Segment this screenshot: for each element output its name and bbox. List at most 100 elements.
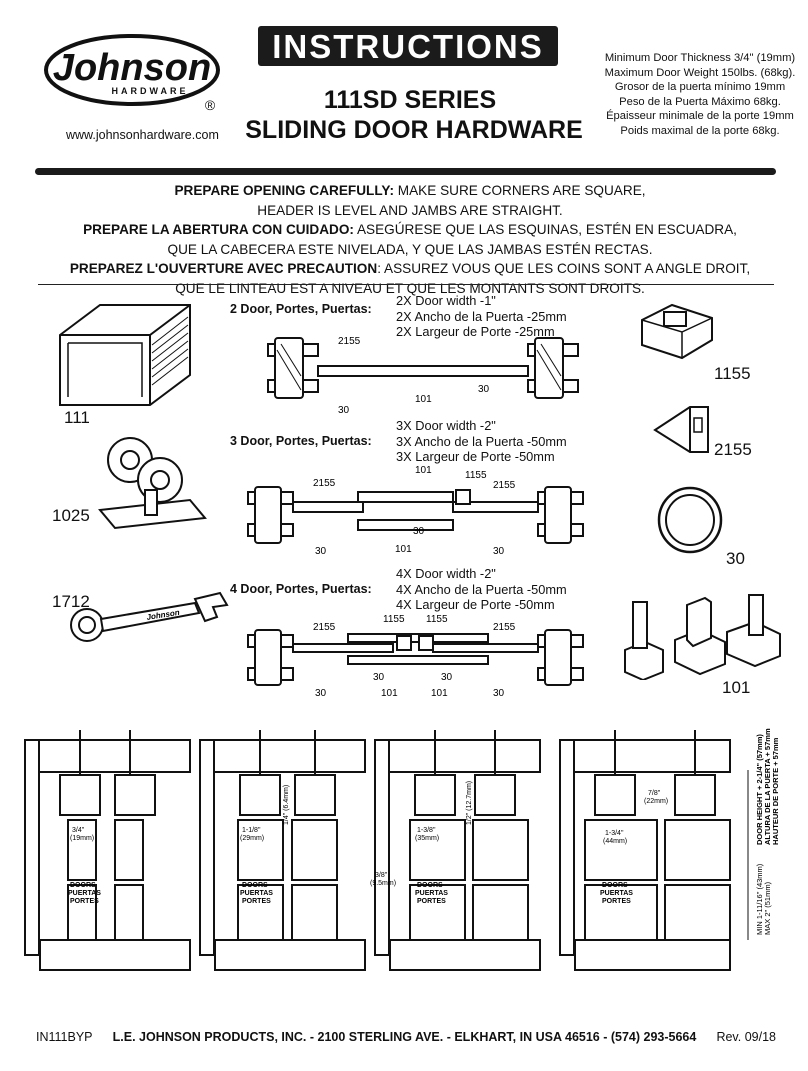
- doors-label: PORTES: [602, 898, 631, 905]
- part-label-111: 111: [64, 408, 90, 427]
- doors-label: PORTES: [417, 898, 446, 905]
- doors-label: PUERTAS: [240, 890, 273, 897]
- prep-fr-heading: PREPAREZ L'OUVERTURE AVEC PRECAUTION: [69, 261, 378, 276]
- part-label-30: 30: [726, 549, 745, 568]
- prep-en-text: HEADER IS LEVEL AND JAMBS ARE STRAIGHT.: [257, 202, 563, 218]
- height-note-line: HAUTEUR DE PORTE + 57mm: [771, 737, 780, 845]
- doors-label: PORTES: [70, 898, 99, 905]
- diagram-label: 30: [493, 688, 505, 699]
- gap-label: (22mm): [644, 798, 668, 805]
- config-3-door-heading: 3 Door, Portes, Puertas:: [230, 434, 372, 448]
- gap-label: 1/4" (6.4mm): [283, 785, 290, 825]
- diagram-label: 30: [441, 672, 453, 683]
- diagram-label: 1155: [426, 614, 448, 625]
- company-address: L.E. JOHNSON PRODUCTS, INC. - 2100 STERL…: [112, 1030, 697, 1044]
- spec-line: Épaisseur minimale de la porte 19mm: [606, 110, 794, 122]
- diagram-label: 101: [415, 394, 432, 405]
- gap-label: 7/8": [648, 790, 661, 797]
- gap-label: 1/2" (12.7mm): [466, 781, 473, 825]
- brand-name: Johnson: [53, 47, 211, 89]
- floor-gap-label: 3/8": [375, 872, 388, 879]
- config-3-door-diagram: 101 1155 2155 2155 30 30 101 30: [243, 462, 593, 567]
- part-label-1712: 1712: [52, 592, 90, 611]
- config-4-door-text: 4X Door width -2" 4X Ancho de la Puerta …: [396, 566, 567, 613]
- config-line: 4X Largeur de Porte -50mm: [396, 597, 555, 612]
- thickness-label: 1-3/4": [605, 830, 624, 837]
- door-specs: Minimum Door Thickness 3/4" (19mm) Maxim…: [600, 51, 800, 138]
- brand-sub: HARDWARE: [112, 86, 189, 96]
- floor-gap-label: (9.5mm): [370, 880, 396, 887]
- diagram-label: 101: [381, 688, 398, 699]
- diagram-label: 2155: [313, 478, 336, 489]
- doors-label: PUERTAS: [600, 890, 633, 897]
- diagram-label: 1155: [383, 614, 405, 625]
- config-line: 2X Largeur de Porte -25mm: [396, 324, 555, 339]
- diagram-label: 30: [338, 405, 350, 415]
- prep-fr-text: : ASSUREZ VOUS QUE LES COINS SONT A ANGL…: [377, 261, 751, 276]
- spec-line: Peso de la Puerta Máximo 68kg.: [619, 95, 781, 108]
- doors-label: DOORS: [417, 882, 443, 889]
- config-line: 3X Largeur de Porte -50mm: [396, 449, 555, 464]
- spec-line: Grosor de la puerta mínimo 19mm: [614, 81, 786, 93]
- part-label-2155: 2155: [714, 440, 752, 459]
- config-2-door-diagram: 2155 30 101 30: [263, 330, 593, 420]
- guide-1155-illustration: [632, 300, 722, 370]
- prep-en-text: MAKE SURE CORNERS ARE SQUARE,: [394, 183, 646, 198]
- section-view-3: [374, 730, 541, 971]
- doors-label: PUERTAS: [68, 890, 101, 897]
- diagram-label: 101: [431, 688, 448, 699]
- config-line: 4X Door width -2": [396, 566, 496, 581]
- prep-es-heading: PREPARE LA ABERTURA CON CUIDADO:: [83, 222, 354, 237]
- header-divider: [35, 168, 776, 175]
- doors-label: PUERTAS: [415, 890, 448, 897]
- diagram-label: 30: [413, 526, 425, 537]
- config-2-door-text: 2X Door width -1" 2X Ancho de la Puerta …: [396, 293, 567, 340]
- spec-line: Poids maximal de la porte 68kg.: [620, 124, 780, 137]
- config-4-door-heading: 4 Door, Portes, Puertas:: [230, 582, 372, 596]
- revision: Rev. 09/18: [716, 1030, 776, 1044]
- height-note-line: MAX 2" (51mm): [763, 881, 772, 935]
- bumper-2155-illustration: [650, 402, 715, 462]
- instructions-banner: INSTRUCTIONS: [258, 26, 558, 66]
- config-line: 3X Door width -2": [396, 418, 496, 433]
- prep-en-heading: PREPARE OPENING CAREFULLY:: [174, 183, 394, 198]
- config-line: 2X Door width -1": [396, 293, 496, 308]
- diagram-label: 30: [315, 546, 327, 557]
- config-line: 2X Ancho de la Puerta -25mm: [396, 308, 567, 324]
- doors-label: DOORS: [602, 882, 628, 889]
- johnson-logo: Johnson HARDWARE ®: [42, 28, 222, 123]
- diagram-label: 101: [415, 465, 432, 476]
- part-label-1155: 1155: [714, 364, 751, 383]
- thickness-label: 1-1/8": [242, 827, 261, 834]
- section-views: 3/4" (19mm) DOORS PUERTAS PORTES 1-1/8" …: [20, 725, 790, 1020]
- wrench-1712-illustration: Johnson: [65, 585, 235, 650]
- product-title: SLIDING DOOR HARDWARE: [245, 116, 583, 144]
- track-111-illustration: [40, 295, 200, 420]
- config-line: 4X Ancho de la Puerta -50mm: [396, 581, 567, 597]
- footer: IN111BYP L.E. JOHNSON PRODUCTS, INC. - 2…: [36, 1030, 776, 1044]
- doors-label: DOORS: [70, 882, 96, 889]
- thickness-label: (44mm): [603, 838, 627, 845]
- spec-line: Maximum Door Weight 150lbs. (68kg).: [604, 66, 796, 79]
- prep-es-text: ASEGÚRESE QUE LAS ESQUINAS, ESTÉN EN ESC…: [353, 222, 737, 237]
- hanger-1025-illustration: [90, 430, 210, 535]
- thickness-label: 3/4": [72, 827, 85, 834]
- config-3-door-text: 3X Door width -2" 3X Ancho de la Puerta …: [396, 418, 567, 465]
- diagram-label: 30: [373, 672, 385, 683]
- prep-es-text: QUE LA CABECERA ESTE NIVELADA, Y QUE LAS…: [167, 241, 653, 257]
- section-view-2: [199, 730, 366, 971]
- height-note-line: DOOR HEIGHT + 2-1/4" (57mm): [755, 734, 764, 845]
- part-label-1025: 1025: [52, 506, 90, 525]
- doors-label: DOORS: [242, 882, 268, 889]
- diagram-label: 30: [493, 546, 505, 557]
- diagram-label: 2155: [493, 622, 516, 633]
- height-note-line: MIN 1-11/16" (43mm): [755, 863, 764, 935]
- diagram-label: 1155: [465, 470, 487, 481]
- config-line: 3X Ancho de la Puerta -50mm: [396, 433, 567, 449]
- washer-30-illustration: [655, 485, 725, 560]
- website-url: www.johnsonhardware.com: [66, 128, 219, 142]
- spec-line: Minimum Door Thickness 3/4" (19mm): [604, 52, 796, 64]
- diagram-label: 2155: [313, 622, 336, 633]
- section-divider: [38, 284, 774, 285]
- thickness-label: (19mm): [70, 835, 94, 842]
